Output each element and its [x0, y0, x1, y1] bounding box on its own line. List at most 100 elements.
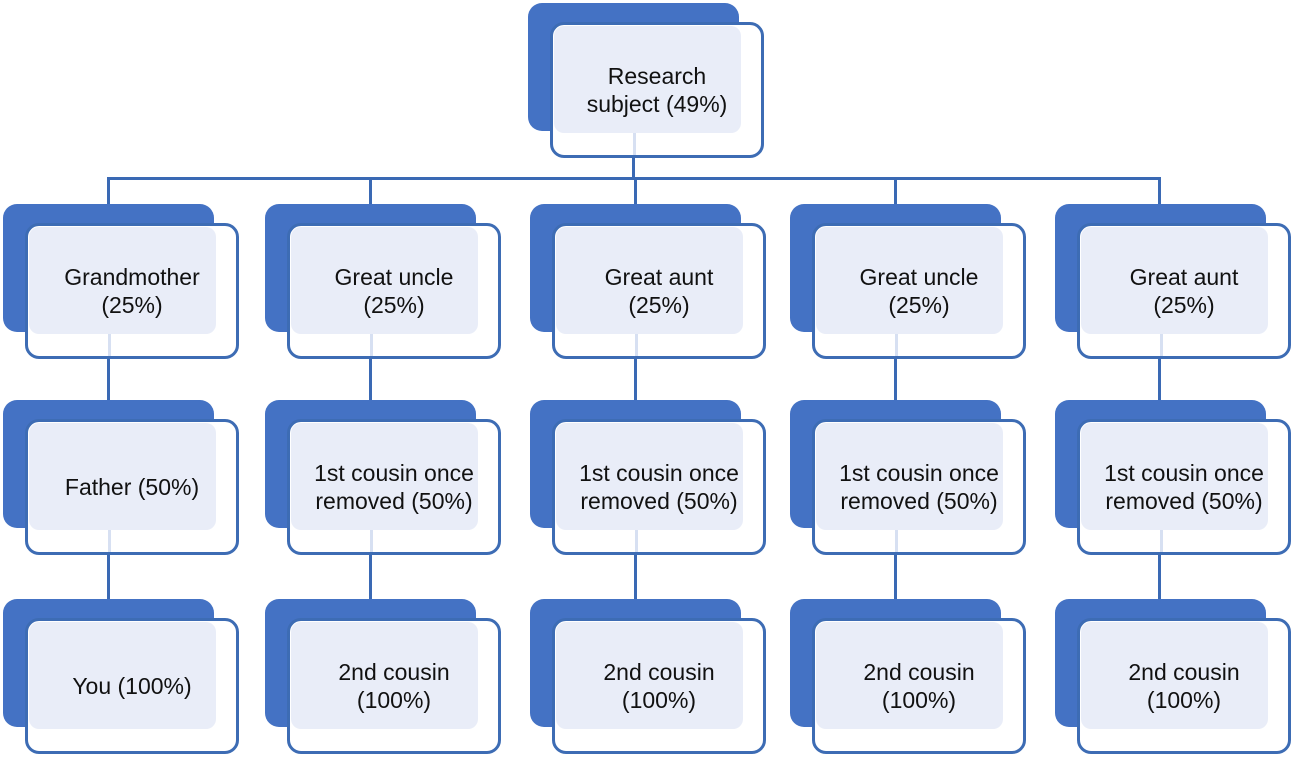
connector-mid-col1 [107, 350, 110, 407]
node-card-fill [291, 622, 478, 729]
node-label-line: (100%) [881, 687, 957, 713]
node-card-fill [1081, 622, 1268, 729]
node-label-line: subject (49%) [586, 91, 728, 117]
connector-passthrough [635, 530, 638, 552]
node-card: Research subject (49%) [550, 22, 764, 158]
node-label-line: 2nd cousin [1128, 658, 1240, 685]
node-label: Father (50%) [28, 422, 236, 552]
node-label-line: Great aunt [604, 263, 714, 290]
org-node-second-cousin-1: 2nd cousin (100%) [265, 599, 503, 754]
connector-mid-col5 [1158, 350, 1161, 407]
org-node-second-cousin-3: 2nd cousin (100%) [790, 599, 1028, 754]
node-card-fill [556, 423, 743, 530]
connector-passthrough [895, 530, 898, 552]
node-card: 2nd cousin (100%) [1077, 618, 1291, 754]
org-node-second-cousin-4: 2nd cousin (100%) [1055, 599, 1293, 754]
node-card-fill [556, 622, 743, 729]
node-label-line: removed (50%) [840, 488, 998, 514]
connector-mid-col3 [634, 350, 637, 407]
node-label-line: (100%) [621, 687, 697, 713]
node-label-line: Father (50%) [64, 473, 200, 500]
connector-drop-col3 [634, 177, 637, 207]
connector-root-stem [632, 140, 635, 178]
node-label: Great aunt (25%) [1080, 226, 1288, 356]
connector-passthrough [635, 334, 638, 356]
node-label-line: 1st cousin once [314, 459, 474, 486]
node-label-line: 1st cousin once [839, 459, 999, 486]
node-card-fill [1081, 423, 1268, 530]
connector-low-col3 [634, 548, 637, 605]
node-label-line: Research [607, 62, 707, 89]
connector-drop-col2 [369, 177, 372, 207]
node-label-line: Grandmother [64, 263, 200, 290]
node-card: 2nd cousin (100%) [287, 618, 501, 754]
org-node-first-cousin-once-removed-1: 1st cousin once removed (50%) [265, 400, 503, 555]
org-node-you: You (100%) [3, 599, 241, 754]
node-card-fill [291, 227, 478, 334]
connector-drop-col1 [107, 177, 110, 207]
node-label-line: (25%) [363, 292, 425, 318]
node-card: Great aunt (25%) [552, 223, 766, 359]
node-label-line: (25%) [628, 292, 690, 318]
node-card-fill [291, 423, 478, 530]
node-label-line: (25%) [888, 292, 950, 318]
org-node-great-aunt-1: Great aunt (25%) [530, 204, 768, 359]
node-card-fill [29, 423, 216, 530]
node-card: Father (50%) [25, 419, 239, 555]
node-label: 1st cousin once removed (50%) [290, 422, 498, 552]
node-card: Great uncle (25%) [812, 223, 1026, 359]
node-label-line: (100%) [356, 687, 432, 713]
node-label-line: You (100%) [72, 672, 192, 699]
node-label-line: (100%) [1146, 687, 1222, 713]
node-card: Great uncle (25%) [287, 223, 501, 359]
connector-drop-col5 [1158, 177, 1161, 207]
node-label: 2nd cousin (100%) [1080, 621, 1288, 751]
node-card-fill [816, 227, 1003, 334]
node-card-fill [29, 227, 216, 334]
node-label-line: (25%) [1153, 292, 1215, 318]
node-label: Great uncle (25%) [815, 226, 1023, 356]
node-card-fill [554, 26, 741, 133]
node-label: Grandmother (25%) [28, 226, 236, 356]
node-label: Great aunt (25%) [555, 226, 763, 356]
node-card: 1st cousin once removed (50%) [812, 419, 1026, 555]
node-card: You (100%) [25, 618, 239, 754]
node-label: 1st cousin once removed (50%) [555, 422, 763, 552]
org-node-first-cousin-once-removed-3: 1st cousin once removed (50%) [790, 400, 1028, 555]
org-node-second-cousin-2: 2nd cousin (100%) [530, 599, 768, 754]
node-label-line: removed (50%) [1105, 488, 1263, 514]
node-label: Research subject (49%) [553, 25, 761, 155]
node-card: 1st cousin once removed (50%) [552, 419, 766, 555]
connector-passthrough [108, 334, 111, 356]
node-label: 2nd cousin (100%) [815, 621, 1023, 751]
org-node-great-aunt-2: Great aunt (25%) [1055, 204, 1293, 359]
connector-low-col5 [1158, 548, 1161, 605]
node-card-fill [816, 423, 1003, 530]
connector-passthrough [370, 334, 373, 356]
org-node-first-cousin-once-removed-2: 1st cousin once removed (50%) [530, 400, 768, 555]
connector-mid-col2 [369, 350, 372, 407]
node-label-line: Great uncle [334, 263, 454, 290]
connector-passthrough [633, 133, 636, 155]
org-node-first-cousin-once-removed-4: 1st cousin once removed (50%) [1055, 400, 1293, 555]
connector-passthrough [1160, 334, 1163, 356]
connector-passthrough [895, 334, 898, 356]
node-label-line: 1st cousin once [579, 459, 739, 486]
node-label: Great uncle (25%) [290, 226, 498, 356]
node-label-line: 1st cousin once [1104, 459, 1264, 486]
node-card: Grandmother (25%) [25, 223, 239, 359]
connector-drop-col4 [894, 177, 897, 207]
connector-mid-col4 [894, 350, 897, 407]
org-node-great-uncle-2: Great uncle (25%) [790, 204, 1028, 359]
node-label-line: Great uncle [859, 263, 979, 290]
node-label-line: (25%) [101, 292, 163, 318]
node-label-line: removed (50%) [315, 488, 473, 514]
node-label: You (100%) [28, 621, 236, 751]
node-label-line: 2nd cousin [338, 658, 450, 685]
node-card: 2nd cousin (100%) [552, 618, 766, 754]
node-card-fill [29, 622, 216, 729]
node-card: Great aunt (25%) [1077, 223, 1291, 359]
connector-low-col2 [369, 548, 372, 605]
org-node-grandmother: Grandmother (25%) [3, 204, 241, 359]
